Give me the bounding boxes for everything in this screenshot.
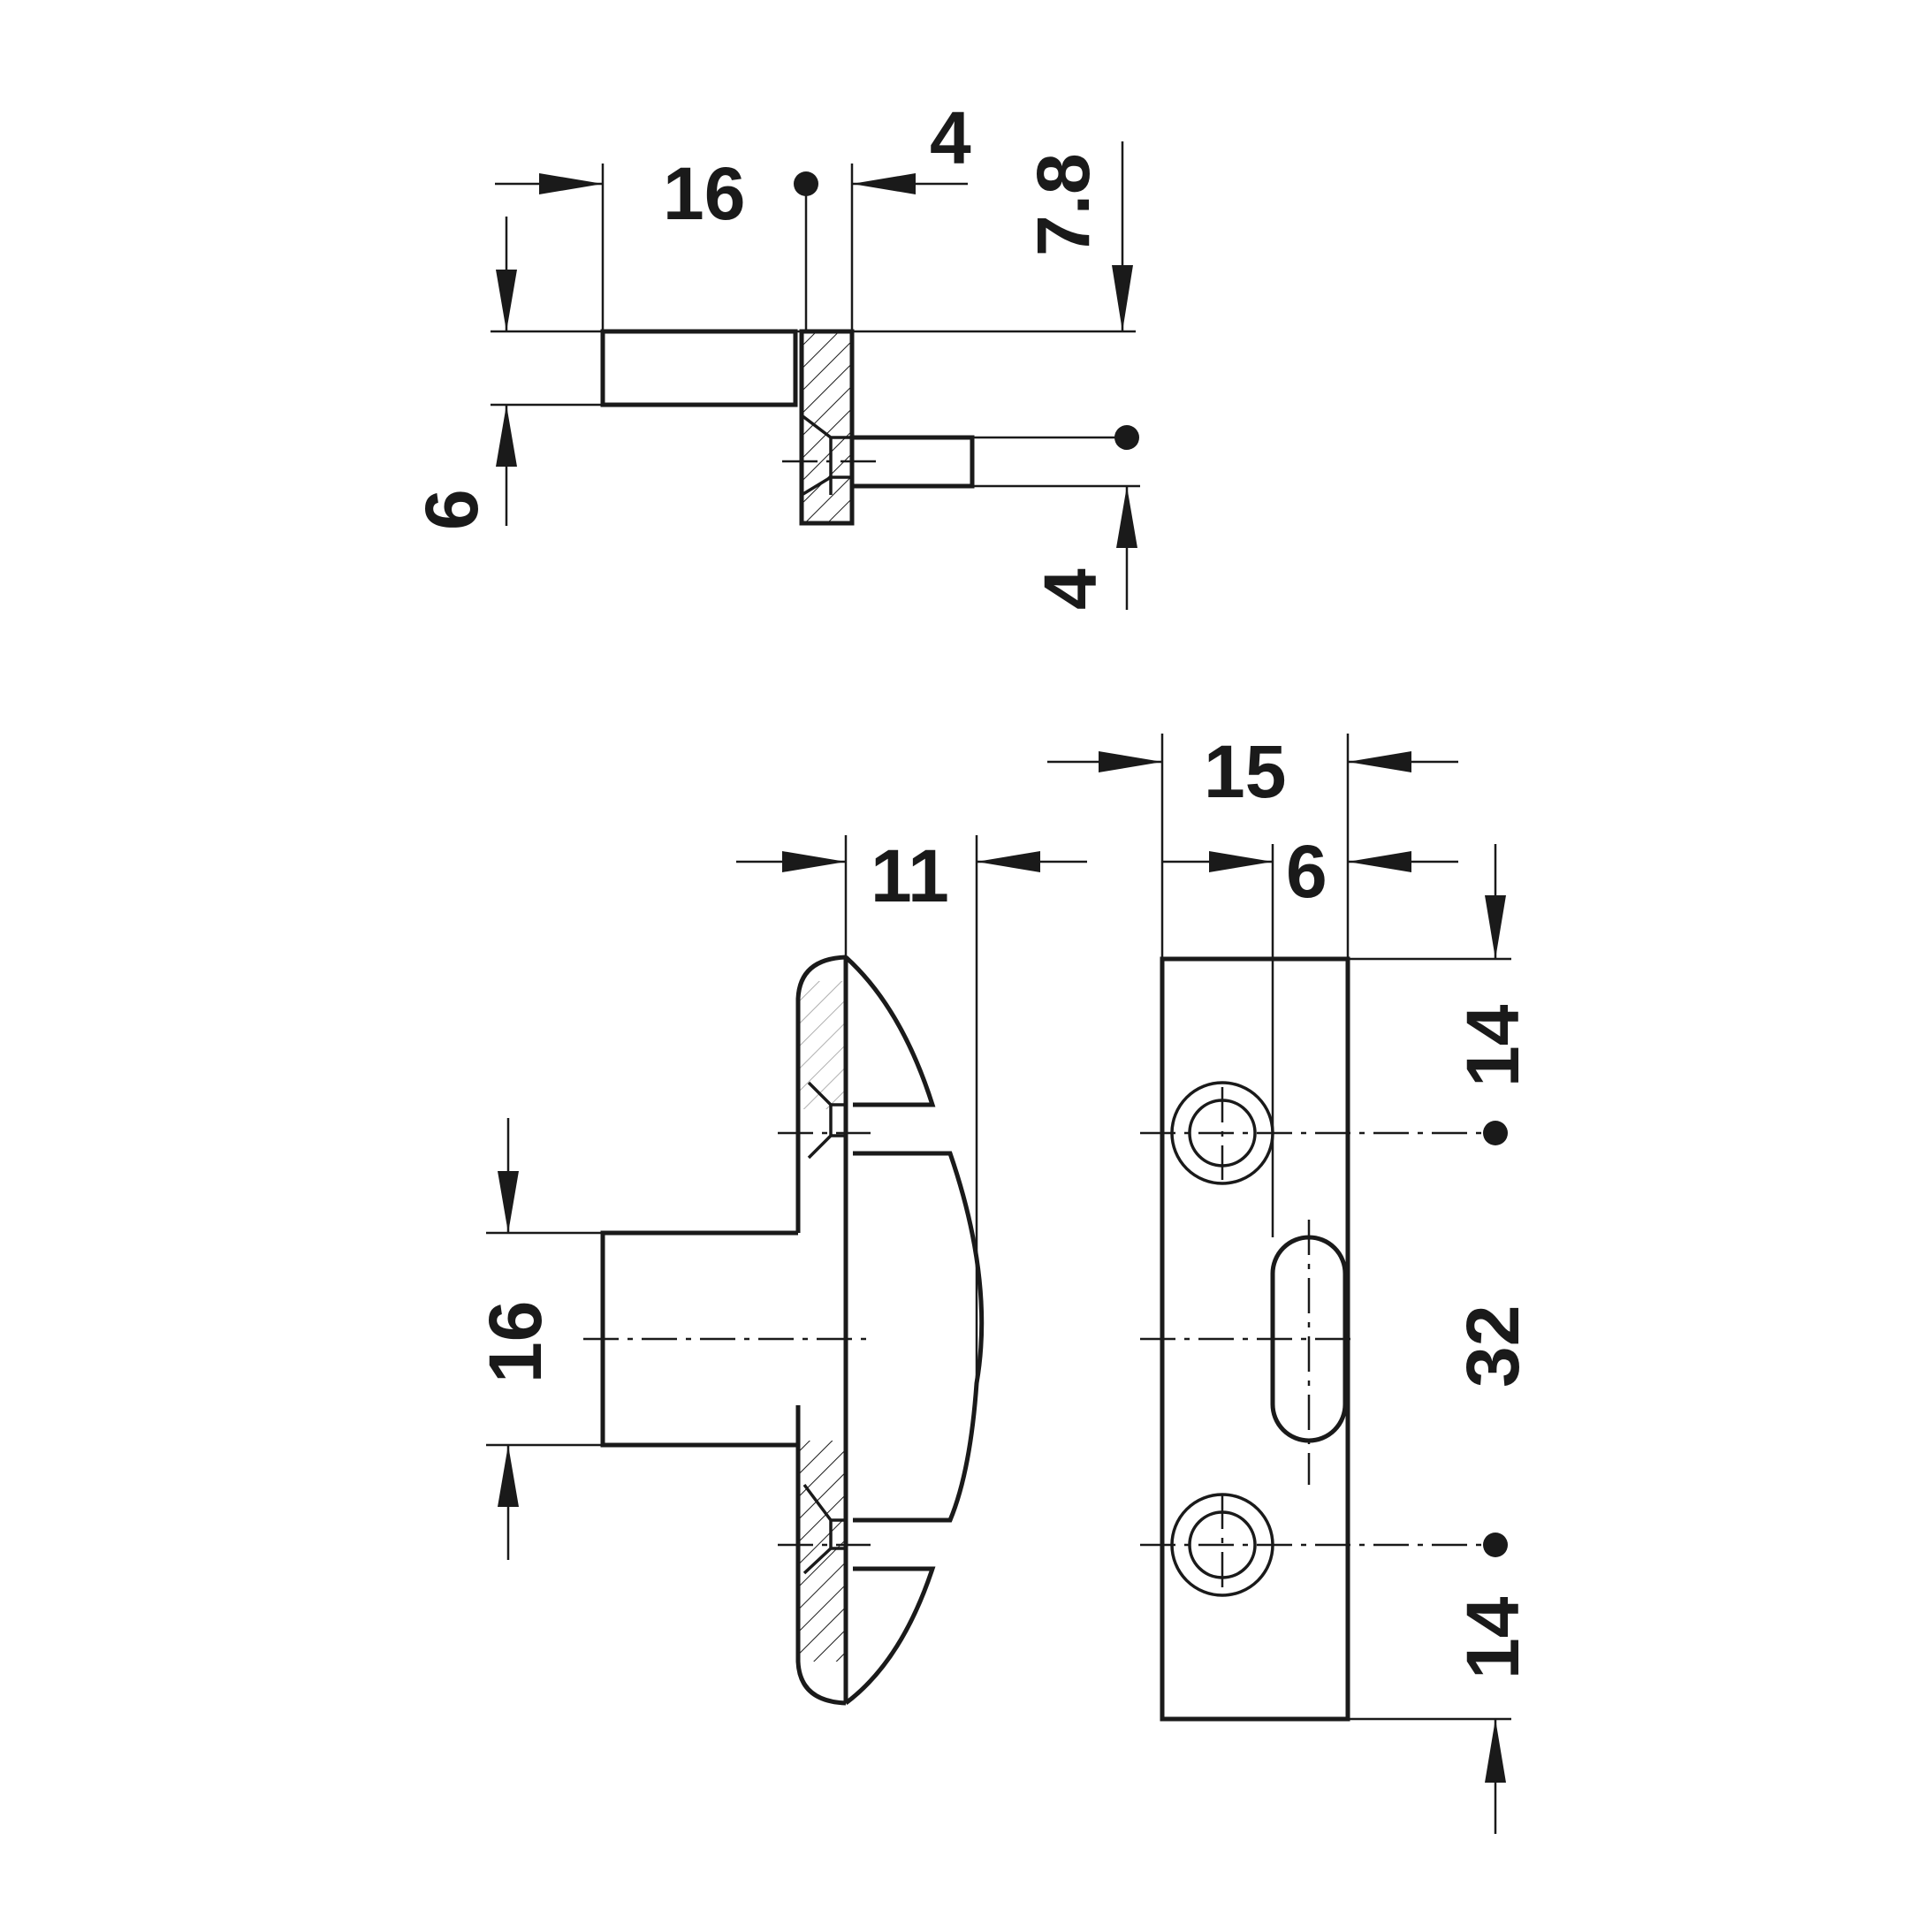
arrowhead xyxy=(498,1171,519,1233)
arrowhead xyxy=(782,851,846,872)
arrowhead xyxy=(1348,851,1411,872)
top-view-hatched-section xyxy=(802,331,852,523)
dim-dot xyxy=(1114,425,1139,450)
side-view-hatch-bottom xyxy=(800,1441,846,1662)
dim-label-15: 15 xyxy=(1204,730,1286,813)
arrowhead xyxy=(977,851,1040,872)
arrowhead xyxy=(496,405,517,467)
side-view-screw-bottom xyxy=(802,1483,846,1575)
side-view-hook-top xyxy=(844,955,936,1107)
arrowhead xyxy=(498,1445,519,1507)
arrowhead xyxy=(1116,486,1137,548)
side-view-screw-top xyxy=(807,1081,846,1160)
dim-label-6-front: 6 xyxy=(1286,830,1327,913)
dim-label-4-bottom: 4 xyxy=(1029,568,1112,610)
dim-label-4-top: 4 xyxy=(930,96,971,179)
arrowhead xyxy=(1099,751,1162,772)
arrowhead xyxy=(1485,895,1506,959)
side-view-hatch-top xyxy=(800,981,846,1109)
dim-label-11: 11 xyxy=(871,834,949,917)
dim-label-16-side: 16 xyxy=(474,1301,557,1383)
side-view-curved-body xyxy=(853,1151,985,1523)
arrowhead xyxy=(539,173,603,194)
arrowhead xyxy=(1485,1719,1506,1783)
dim-label-14-bottom: 14 xyxy=(1451,1596,1534,1679)
side-view: 11 16 xyxy=(474,834,1087,1706)
arrowhead xyxy=(496,270,517,331)
top-view: 16 4 7.8 6 4 xyxy=(410,96,1140,610)
side-view-flange-outline xyxy=(795,955,847,1706)
arrowhead xyxy=(1209,851,1273,872)
dim-label-32: 32 xyxy=(1451,1305,1534,1388)
arrowhead xyxy=(1112,265,1133,331)
arrowhead xyxy=(852,173,916,194)
front-view: 15 6 14 32 14 xyxy=(1047,730,1534,1834)
dim-label-7-8: 7.8 xyxy=(1022,153,1105,256)
dim-dot xyxy=(1483,1121,1508,1145)
dim-dot xyxy=(794,171,818,196)
dim-label-16: 16 xyxy=(663,152,745,235)
dim-label-14-top: 14 xyxy=(1451,1004,1534,1087)
top-view-pin xyxy=(852,435,975,489)
dim-dot xyxy=(1483,1533,1508,1557)
top-view-body-outline xyxy=(600,329,798,407)
side-view-hook-bottom xyxy=(844,1566,936,1706)
arrowhead xyxy=(1348,751,1411,772)
dim-label-6: 6 xyxy=(410,489,493,530)
